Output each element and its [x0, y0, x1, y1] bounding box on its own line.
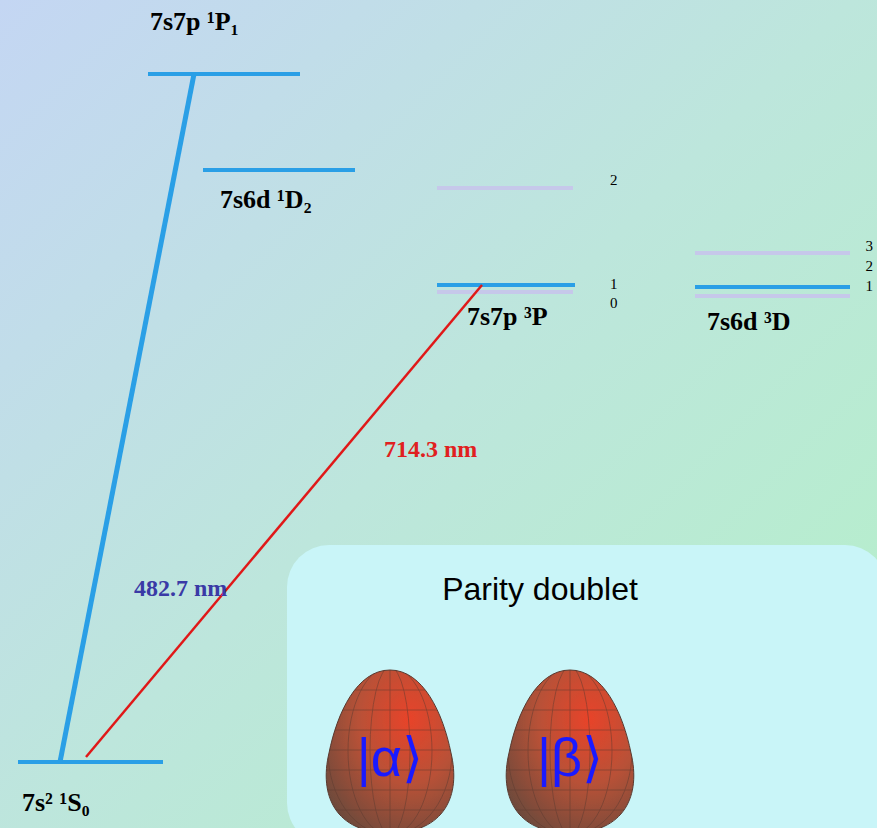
wavelength-label: 482.7 nm [134, 575, 227, 601]
energy-level [437, 290, 573, 294]
level-label: 7s7p ¹P₁ [150, 8, 239, 37]
nucleus-node: |α⟩ [315, 665, 465, 828]
level-label: 7s6d ³D [707, 308, 791, 337]
level-j-number: 1 [610, 276, 618, 293]
energy-level [437, 283, 575, 287]
state-label: |α⟩ [357, 726, 423, 789]
energy-level [148, 72, 300, 76]
state-label: |β⟩ [537, 726, 603, 789]
level-j-number: 0 [610, 295, 618, 312]
energy-level [437, 186, 573, 190]
level-j-number: 1 [866, 278, 874, 295]
level-label: 7s² ¹S₀ [22, 789, 89, 818]
energy-level [203, 168, 355, 172]
level-j-number: 3 [866, 238, 874, 255]
panel-title: Parity doublet [442, 571, 638, 608]
energy-level [695, 251, 850, 255]
energy-level [18, 760, 163, 764]
parity-panel: Parity doublet |α⟩ |β⟩ [287, 545, 877, 828]
level-j-number: 2 [610, 172, 618, 189]
transition-line [60, 74, 194, 762]
wavelength-label: 714.3 nm [384, 436, 477, 462]
energy-level [695, 294, 850, 298]
level-j-number: 2 [866, 258, 874, 275]
level-label: 7s7p ³P [467, 303, 548, 332]
nucleus-node: |β⟩ [495, 665, 645, 828]
level-label: 7s6d ¹D₂ [220, 186, 311, 215]
energy-level [695, 285, 850, 289]
